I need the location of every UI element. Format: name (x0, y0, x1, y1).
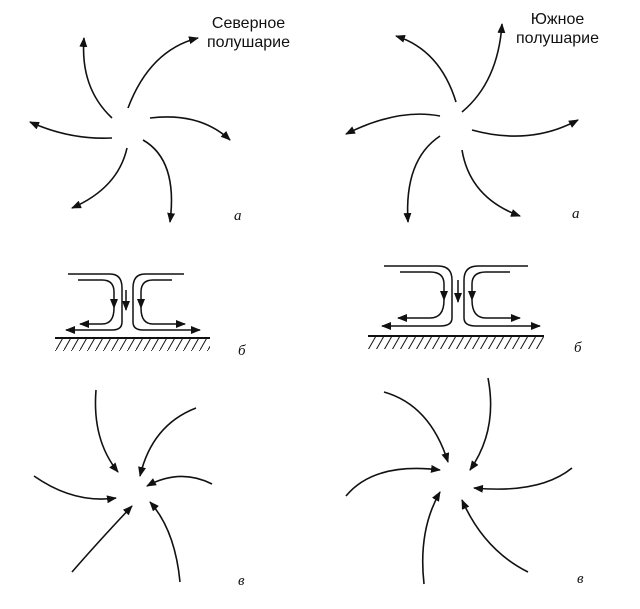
ground-hatch (55, 339, 210, 351)
downdraft-arrow (471, 299, 521, 322)
outflow-arrow (403, 135, 441, 223)
outflow-arrow (395, 34, 457, 103)
inflow-arrow (473, 467, 573, 493)
inflow-arrow (469, 377, 492, 471)
south-label-a: а (572, 206, 580, 222)
north-anticyclone-section (55, 273, 210, 351)
north-title-line1: Северное (211, 15, 286, 32)
inflow-arrow (421, 491, 441, 585)
south-label-b: б (574, 340, 582, 356)
downdraft-arrow (79, 307, 115, 328)
inflow-arrow (146, 475, 213, 487)
downdraft-arrow (400, 271, 448, 301)
downdraft-arrow (78, 279, 118, 309)
inflow-arrow (33, 475, 117, 504)
outflow-arrow (345, 113, 441, 135)
south-title-line1: Южное (530, 11, 585, 28)
inflow-arrow (71, 505, 133, 573)
inflow-arrow (149, 501, 181, 583)
downdraft-arrow (137, 279, 172, 309)
inflow-arrow (94, 389, 119, 473)
ground-hatch (368, 337, 544, 349)
downdraft-arrow (381, 265, 453, 330)
downdraft-arrow (463, 265, 541, 330)
outflow-arrow (461, 149, 521, 217)
inflow-arrow (138, 407, 197, 477)
south-anticyclone-diagram (345, 23, 579, 223)
downdraft-arrow (397, 299, 445, 322)
north-anticyclone-diagram (29, 36, 231, 223)
south-hemisphere-title: Южное полушарие (516, 10, 599, 48)
inflow-arrow (383, 391, 450, 463)
inflow-arrow (461, 499, 529, 573)
north-label-a: а (234, 208, 242, 224)
north-label-c: в (238, 573, 245, 589)
north-label-b: б (238, 343, 246, 359)
north-cyclone-diagram (33, 389, 213, 583)
north-title-line2: полушарие (207, 34, 291, 51)
outflow-arrow (79, 37, 113, 119)
south-title-line2: полушарие (516, 30, 600, 47)
north-hemisphere-title: Северное полушарие (207, 14, 290, 52)
outflow-arrow (29, 121, 113, 139)
inflow-arrow (345, 464, 441, 497)
outflow-arrow (461, 23, 506, 113)
downdraft-arrow (468, 271, 510, 301)
outflow-arrow (471, 119, 579, 137)
south-anticyclone-section (368, 265, 544, 349)
outflow-arrow (71, 147, 128, 209)
outflow-arrow (127, 36, 199, 109)
downdraft-arrow (132, 273, 201, 334)
south-cyclone-diagram (345, 377, 573, 585)
south-label-c: в (577, 571, 584, 587)
outflow-arrow (149, 116, 231, 141)
outflow-arrow (142, 139, 176, 223)
downdraft-arrow (140, 307, 186, 328)
